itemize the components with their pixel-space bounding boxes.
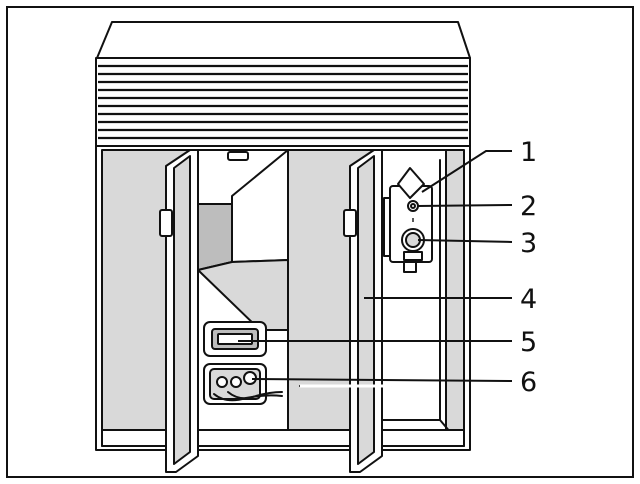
regulator-unit: [383, 167, 433, 263]
top-slot-left: [227, 151, 249, 161]
left-door[interactable]: [159, 149, 199, 473]
callout-label-5: 5: [520, 327, 537, 358]
callout-label-1: 1: [520, 137, 537, 168]
callout-leader-6: [251, 378, 513, 382]
callout-leader-3: [417, 239, 513, 243]
side-pipe: [299, 261, 417, 388]
callout-label-2: 2: [520, 191, 537, 222]
callouts: 1 2 3 4 5 6: [238, 137, 537, 398]
connector-block[interactable]: [203, 363, 283, 405]
switch-panel[interactable]: [203, 321, 267, 357]
callout-label-6: 6: [520, 367, 537, 398]
callout-leader-2: [417, 204, 513, 207]
right-door-hinge: [343, 209, 357, 237]
right-door[interactable]: [343, 149, 383, 473]
louvre-ribs: [98, 64, 468, 140]
callout-leader-1: [421, 150, 512, 193]
callout-label-3: 3: [520, 228, 537, 259]
diamond-cap: [397, 167, 425, 199]
callout-label-4: 4: [520, 284, 537, 315]
top-housing: [95, 21, 471, 147]
left-door-hinge: [159, 209, 173, 237]
figure-frame: [6, 6, 634, 478]
